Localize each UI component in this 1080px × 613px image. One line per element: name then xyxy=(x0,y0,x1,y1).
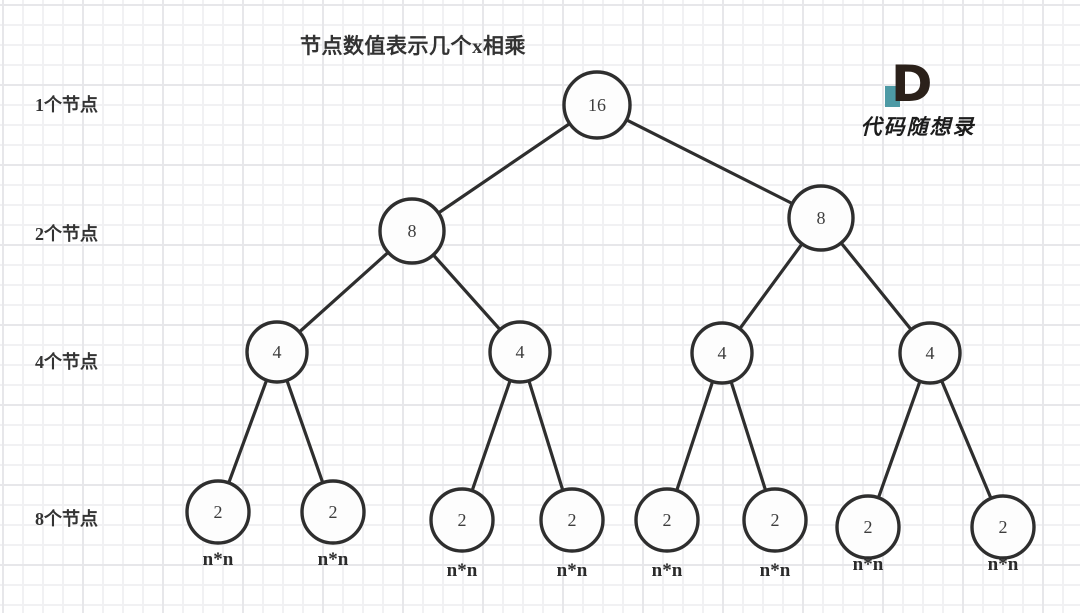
node-value: 8 xyxy=(408,221,417,241)
node-circle xyxy=(898,321,962,385)
tree-edge xyxy=(410,103,599,233)
node-circle xyxy=(742,487,808,553)
leaf-caption: n*n xyxy=(556,560,588,581)
node-value: 2 xyxy=(329,502,338,522)
node-circle xyxy=(185,479,251,545)
node-circle xyxy=(378,197,446,265)
tree-edges xyxy=(216,103,1005,529)
node-value: 2 xyxy=(214,502,223,522)
node-value: 4 xyxy=(273,342,282,362)
tree-node-leaf: 2 xyxy=(742,487,808,553)
node-value: 4 xyxy=(718,343,727,363)
leaf-caption: n*n xyxy=(759,560,791,581)
node-circle xyxy=(970,494,1036,560)
leaf-caption: n*n xyxy=(651,560,683,581)
tree-node: 4 xyxy=(690,321,754,385)
tree-node-leaf: 2 xyxy=(429,487,495,553)
row-label-level3: 4个节点 xyxy=(35,352,98,372)
brand-logo: D 代码随想录 xyxy=(843,56,993,139)
tree-node: 4 xyxy=(488,320,552,384)
logo-d-icon: D xyxy=(891,55,933,113)
leaf-caption: n*n xyxy=(446,560,478,581)
row-label-level2: 2个节点 xyxy=(35,224,98,244)
node-circle xyxy=(488,320,552,384)
tree-node: 4 xyxy=(898,321,962,385)
tree-node-root: 16 xyxy=(562,70,632,140)
leaf-caption: n*n xyxy=(202,549,234,570)
leaf-caption: n*n xyxy=(317,549,349,570)
node-value: 2 xyxy=(771,510,780,530)
node-circle xyxy=(539,487,605,553)
node-value: 2 xyxy=(568,510,577,530)
tree-edge xyxy=(595,103,823,220)
node-circle xyxy=(562,70,632,140)
node-circle xyxy=(690,321,754,385)
logo-brand-text: 代码随想录 xyxy=(860,115,976,139)
row-label-level4: 8个节点 xyxy=(35,509,98,529)
tree-node-leaf: 2 xyxy=(300,479,366,545)
node-circle xyxy=(429,487,495,553)
node-circle xyxy=(300,479,366,545)
tree-node-leaf: 2 xyxy=(539,487,605,553)
node-value: 4 xyxy=(926,343,935,363)
node-circle xyxy=(835,494,901,560)
leaf-caption: n*n xyxy=(987,554,1019,575)
node-value: 16 xyxy=(588,95,606,115)
node-value: 4 xyxy=(516,342,525,362)
node-value: 2 xyxy=(458,510,467,530)
tree-node: 8 xyxy=(378,197,446,265)
row-label-level1: 1个节点 xyxy=(35,95,98,115)
node-value: 2 xyxy=(999,517,1008,537)
node-value: 2 xyxy=(864,517,873,537)
node-circle xyxy=(634,487,700,553)
diagram-title: 节点数值表示几个x相乘 xyxy=(300,34,526,58)
tree-node: 8 xyxy=(787,184,855,252)
node-value: 8 xyxy=(817,208,826,228)
node-value: 2 xyxy=(663,510,672,530)
node-circle xyxy=(787,184,855,252)
tree-node-leaf: 2 xyxy=(185,479,251,545)
tree-node-leaf: 2 xyxy=(835,494,901,560)
logo-accent-square xyxy=(885,86,900,107)
tree-node: 4 xyxy=(245,320,309,384)
tree-nodes: 16 8 8 4 4 4 4 xyxy=(185,70,1036,560)
leaf-caption: n*n xyxy=(852,554,884,575)
tree-node-leaf: 2 xyxy=(634,487,700,553)
tree-node-leaf: 2 xyxy=(970,494,1036,560)
node-circle xyxy=(245,320,309,384)
